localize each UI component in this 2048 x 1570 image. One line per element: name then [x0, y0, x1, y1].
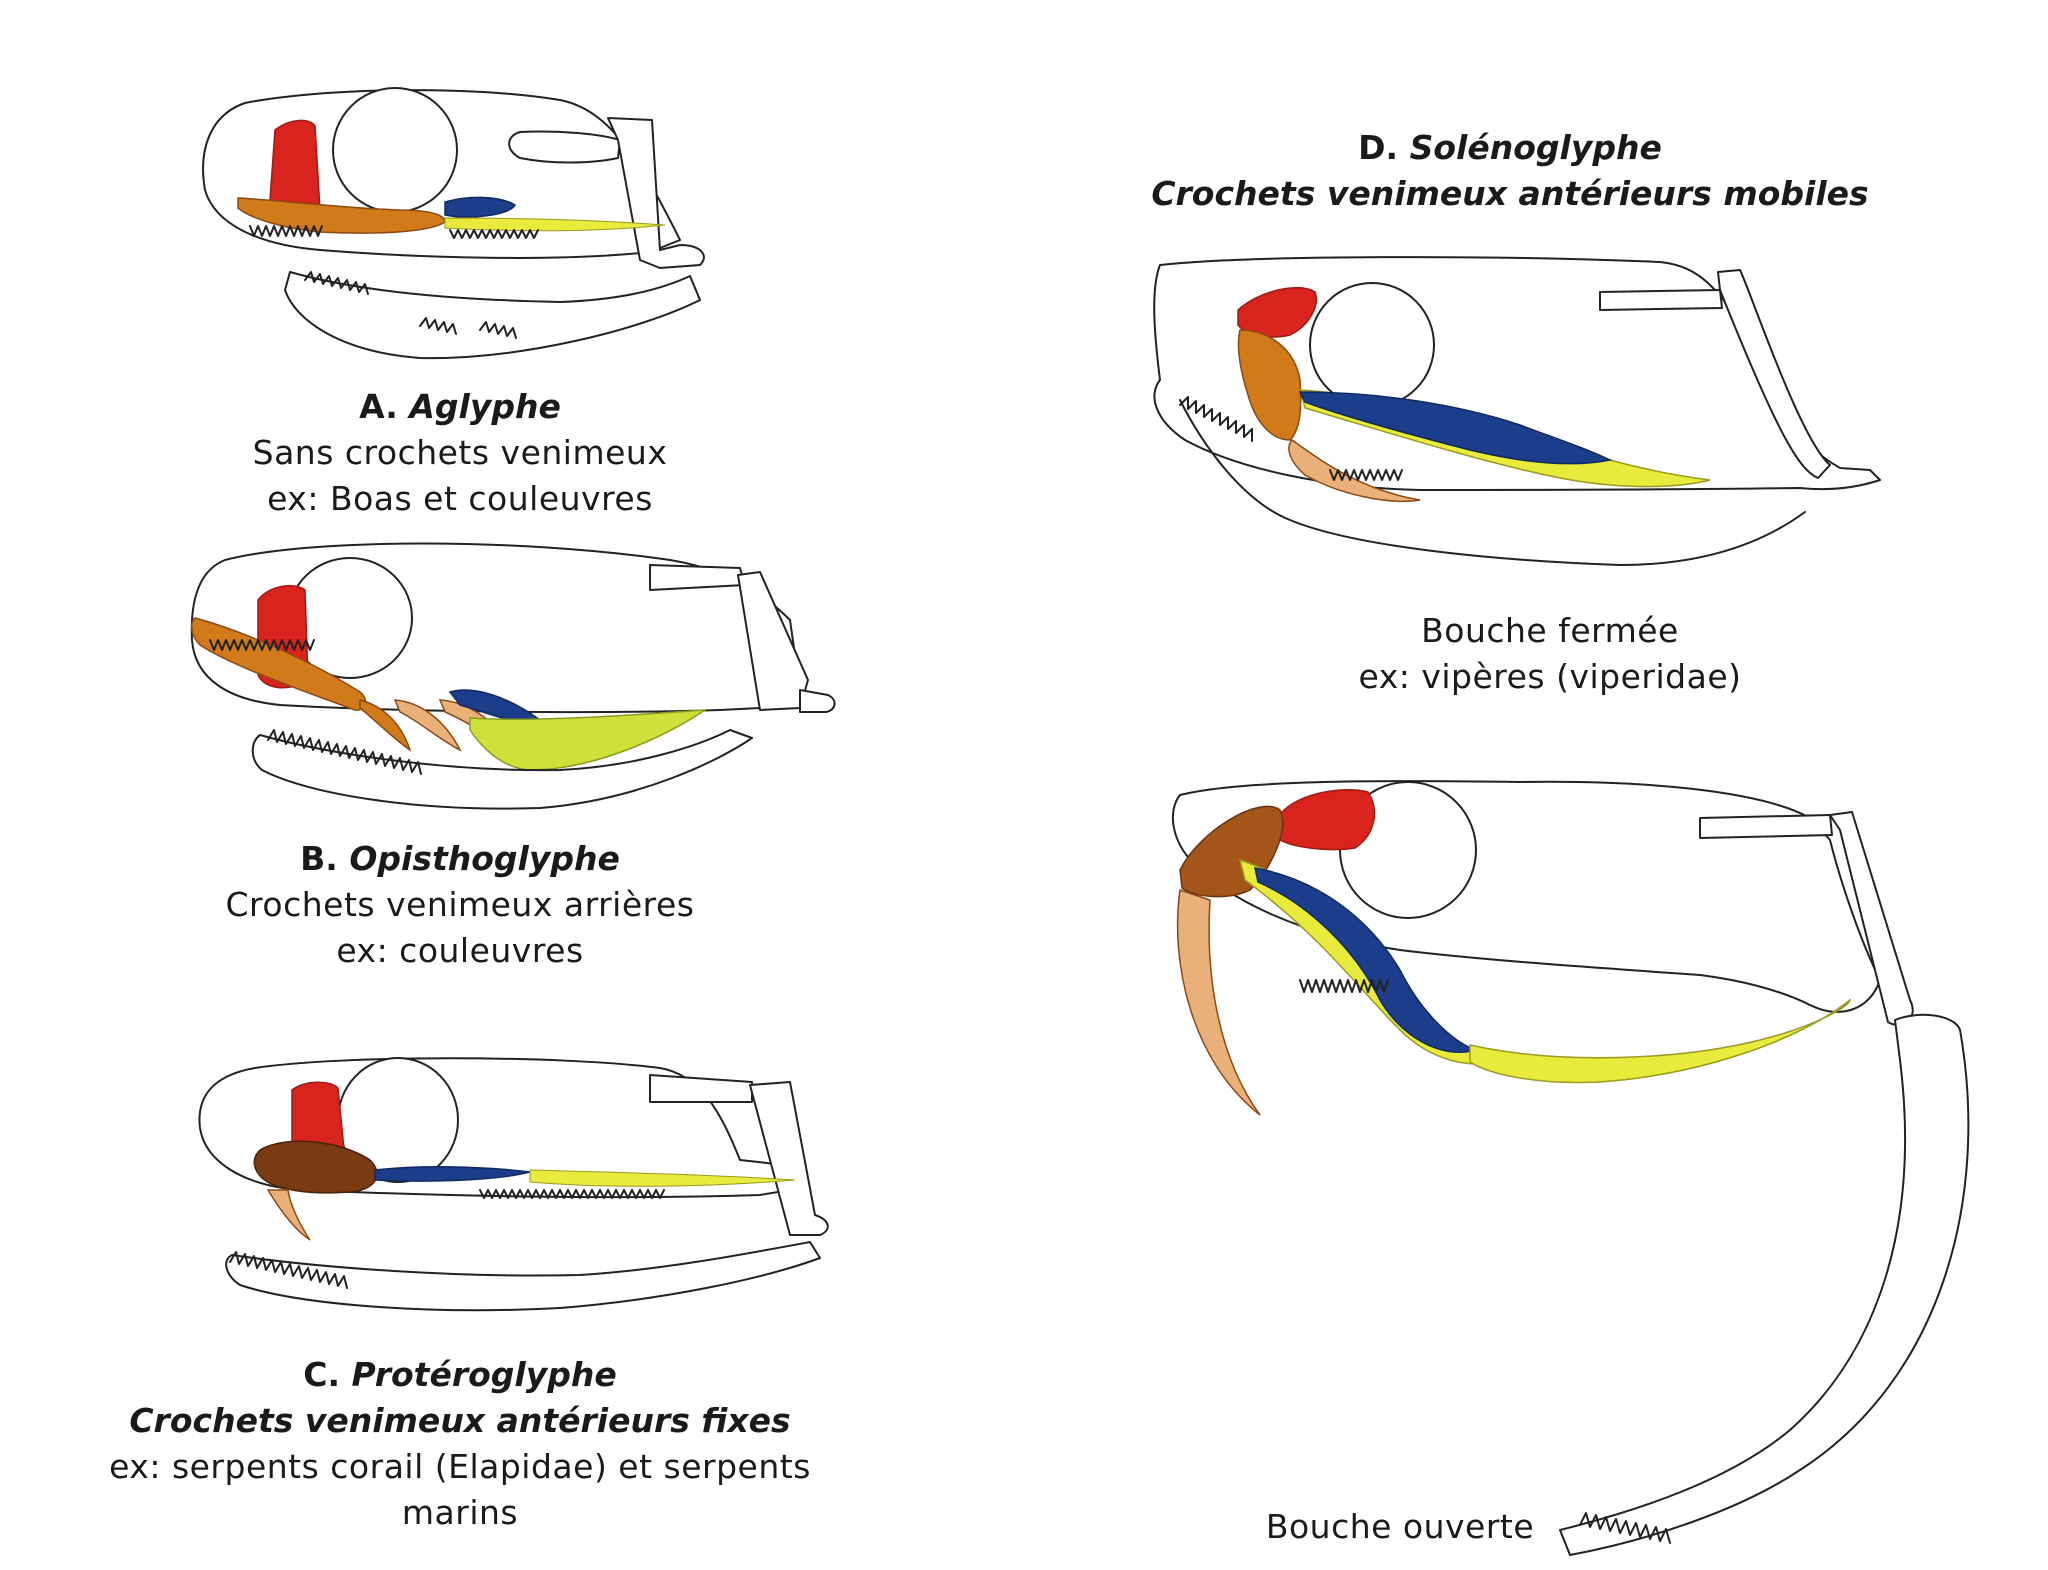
skull-solenoglyphe-open — [1171, 780, 1970, 1556]
example-solenoglyphe: ex: vipères (viperidae) — [1358, 657, 1742, 696]
letter-a: A. — [359, 387, 398, 426]
description-opisthoglyphe: Crochets venimeux arrières — [225, 885, 695, 924]
example-opisthoglyphe: ex: couleuvres — [336, 931, 584, 970]
title-opisthoglyphe: B. Opisthoglyphe — [160, 836, 760, 882]
title-aglyphe: A. Aglyphe — [160, 384, 760, 430]
label-open-mouth: Bouche ouverte — [1265, 1507, 1535, 1546]
skull-opisthoglyphe — [190, 542, 836, 810]
example-proteroglyphe: ex: serpents corail (Elapidae) et serpen… — [109, 1447, 811, 1486]
caption-proteroglyphe: C. Protéroglyphe Crochets venimeux antér… — [60, 1352, 860, 1536]
description-proteroglyphe: Crochets venimeux antérieurs fixes — [129, 1401, 791, 1440]
name-opisthoglyphe: Opisthoglyphe — [349, 839, 620, 878]
title-proteroglyphe: C. Protéroglyphe — [60, 1352, 860, 1398]
label-closed-mouth: Bouche fermée — [1421, 611, 1679, 650]
skull-aglyphe — [202, 87, 705, 360]
description-solenoglyphe: Crochets venimeux antérieurs mobiles — [1151, 174, 1869, 213]
description-aglyphe: Sans crochets venimeux — [252, 433, 668, 472]
letter-b: B. — [300, 839, 338, 878]
caption-closed-mouth: Bouche fermée ex: vipères (viperidae) — [1240, 608, 1860, 700]
skull-proteroglyphe — [198, 1057, 829, 1312]
caption-aglyphe: A. Aglyphe Sans crochets venimeux ex: Bo… — [160, 384, 760, 522]
caption-open-mouth: Bouche ouverte — [1200, 1504, 1600, 1550]
name-proteroglyphe: Protéroglyphe — [351, 1355, 617, 1394]
caption-opisthoglyphe: B. Opisthoglyphe Crochets venimeux arriè… — [160, 836, 760, 974]
skull-solenoglyphe-closed — [1153, 256, 1881, 566]
caption-solenoglyphe: D. Solénoglyphe Crochets venimeux antéri… — [1100, 125, 1920, 217]
example-proteroglyphe-cont: marins — [401, 1493, 519, 1532]
letter-d: D. — [1358, 128, 1399, 167]
name-aglyphe: Aglyphe — [409, 387, 561, 426]
name-solenoglyphe: Solénoglyphe — [1409, 128, 1662, 167]
letter-c: C. — [303, 1355, 341, 1394]
title-solenoglyphe: D. Solénoglyphe — [1100, 125, 1920, 171]
example-aglyphe: ex: Boas et couleuvres — [267, 479, 653, 518]
